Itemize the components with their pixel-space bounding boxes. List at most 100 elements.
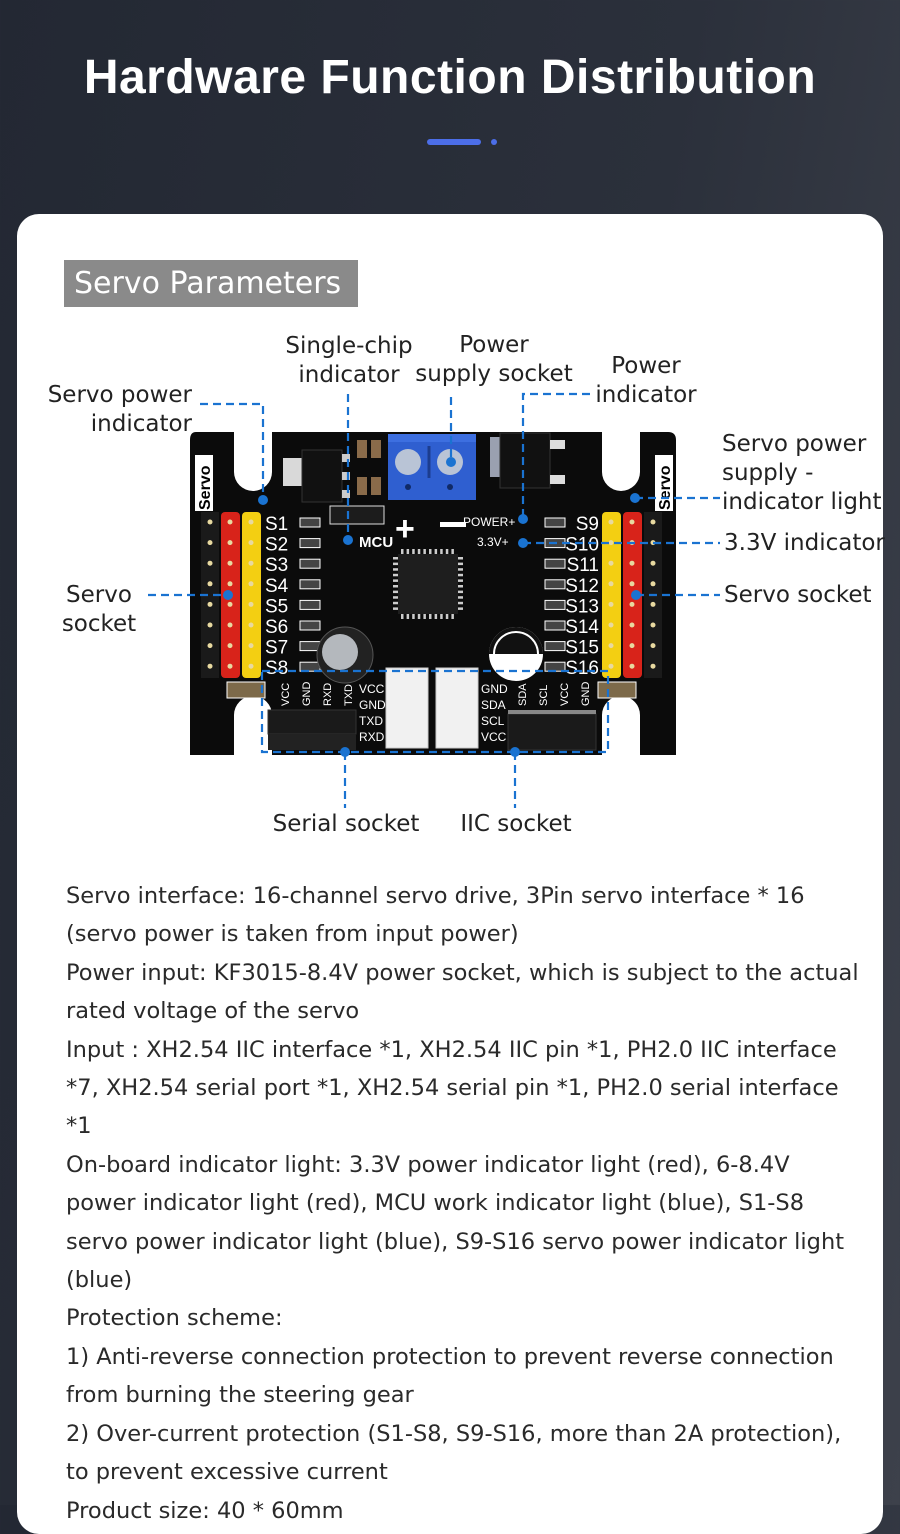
pin-label: SCL: [481, 714, 505, 728]
specs-list: Servo interface: 16-channel servo drive,…: [66, 877, 866, 1530]
title-underline-dash: [427, 139, 481, 145]
header-pin: [207, 643, 213, 649]
title-underline-dot: [491, 139, 497, 145]
header-pin: [608, 519, 614, 525]
header-pin: [227, 519, 233, 525]
header-pin: [227, 622, 233, 628]
header-pin: [608, 540, 614, 546]
header-pin: [248, 560, 254, 566]
pin-label: TXD: [343, 684, 355, 706]
header-pin: [650, 560, 656, 566]
resistor: [544, 579, 566, 590]
channel-label: S15: [565, 638, 599, 659]
pin-label: VCC: [559, 683, 571, 706]
callout-servo-power-supply-indicator: Servo power supply - indicator light: [722, 430, 882, 517]
header-pin: [650, 643, 656, 649]
channel-label: S10: [565, 535, 599, 556]
header-pin: [207, 560, 213, 566]
spec-indicator-lights: On-board indicator light: 3.3V power ind…: [66, 1151, 845, 1294]
callout-power-supply-socket: Power supply socket: [414, 331, 574, 389]
pin-label: SCL: [538, 685, 550, 706]
serial-pin-header[interactable]: [267, 709, 357, 750]
header-pin: [629, 601, 635, 607]
header-pin: [629, 643, 635, 649]
header-pin: [650, 663, 656, 669]
spec-servo-interface: Servo interface: 16-channel servo drive,…: [66, 883, 805, 948]
iic-pin-header[interactable]: [507, 710, 597, 751]
callout-dots: [223, 457, 641, 757]
header-pin: [650, 519, 656, 525]
header-pin: [629, 581, 635, 587]
svg-text:Servo: Servo: [657, 465, 674, 510]
callout-servo-socket-left: Servo socket: [50, 581, 148, 639]
channel-label: S12: [565, 576, 599, 597]
resistor: [299, 517, 321, 528]
spec-input: Input : XH2.54 IIC interface *1, XH2.54 …: [66, 1036, 839, 1140]
pin-label: VCC: [280, 683, 292, 706]
header-pin: [207, 540, 213, 546]
fuse-f2: [597, 681, 637, 699]
header-pin: [608, 581, 614, 587]
power-terminal-block[interactable]: [388, 434, 476, 500]
header-pin: [650, 581, 656, 587]
callout-lines: [148, 392, 720, 808]
channel-label: S8: [265, 658, 288, 679]
mcu-chip: [393, 549, 463, 619]
resistor: [299, 558, 321, 569]
header-pin: [629, 519, 635, 525]
pin-label: RXD: [359, 730, 385, 744]
resistor-column-left: [299, 517, 321, 672]
spec-protection-1: 1) Anti-reverse connection protection to…: [66, 1343, 834, 1409]
callout-servo-socket-right: Servo socket: [724, 582, 872, 608]
diode-d3: [329, 505, 385, 525]
header-pin: [227, 540, 233, 546]
callout-single-chip-indicator: Single-chip indicator: [270, 332, 428, 390]
callout-serial-socket: Serial socket: [272, 811, 420, 837]
pin-label: TXD: [359, 714, 383, 728]
channel-label: S14: [565, 617, 599, 638]
callout-3v3-indicator: 3.3V indicator: [724, 530, 885, 556]
iic-connector[interactable]: [435, 667, 479, 749]
header-pin: [608, 643, 614, 649]
resistor: [299, 538, 321, 549]
pin-label: VCC: [359, 682, 385, 696]
resistor: [299, 641, 321, 652]
resistor: [544, 641, 566, 652]
header-pin: [629, 622, 635, 628]
header-pin: [248, 540, 254, 546]
resistor: [299, 661, 321, 672]
channel-label: S4: [265, 576, 289, 597]
regulator-q1: [490, 432, 565, 489]
serial-connector[interactable]: [385, 667, 429, 749]
channel-label: S2: [265, 535, 288, 556]
resistor: [544, 661, 566, 672]
resistor: [544, 558, 566, 569]
resistor: [299, 599, 321, 610]
header-pin: [227, 601, 233, 607]
header-pin: [608, 601, 614, 607]
resistor: [544, 620, 566, 631]
header-pin: [227, 643, 233, 649]
header-pins-left: [207, 519, 254, 669]
pin-label: GND: [301, 682, 313, 707]
channel-label: S7: [265, 638, 288, 659]
callout-line: Power: [611, 353, 681, 379]
pin-label: SDA: [517, 683, 529, 706]
callout-line: Power: [459, 332, 529, 358]
header-pin: [629, 663, 635, 669]
channel-label: S5: [265, 596, 288, 617]
channel-label: S16: [565, 658, 599, 679]
callout-line: socket: [61, 611, 137, 637]
section-tag: Servo Parameters: [64, 260, 358, 307]
callout-line: indicator: [595, 382, 697, 408]
header-pin: [248, 601, 254, 607]
resistor: [299, 579, 321, 590]
header-pin: [248, 581, 254, 587]
silk-minus: [440, 522, 466, 527]
